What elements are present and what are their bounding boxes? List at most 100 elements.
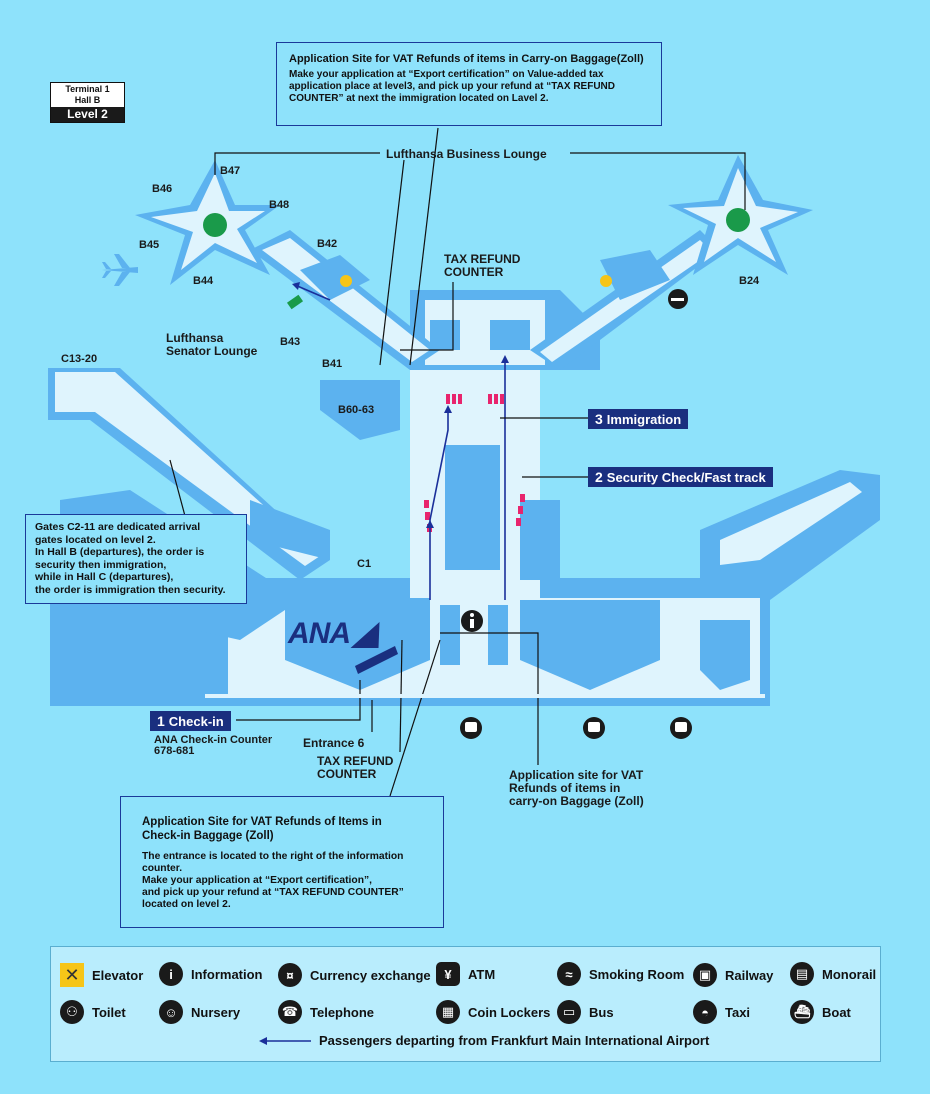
gates-note-l3: In Hall B (departures), the order is	[35, 546, 205, 559]
legend-nursery-label: Nursery	[191, 1004, 241, 1020]
gate-b42: B42	[317, 238, 338, 250]
callout-bottom-b4: and pick up your refund at “TAX REFUND C…	[142, 887, 404, 898]
terminal-level: Level 2	[51, 107, 124, 122]
legend-taxi-label: Taxi	[725, 1004, 751, 1020]
legend-toilet: ⚇ Toilet	[60, 1000, 126, 1024]
legend-information: i Information	[159, 962, 263, 986]
legend-railway-label: Railway	[725, 967, 774, 983]
legend-telephone: ☎ Telephone	[278, 1000, 374, 1024]
monorail-icon: ▤	[790, 962, 814, 986]
bus-icon: ▭	[557, 1000, 581, 1024]
legend-smoking-label: Smoking Room	[589, 966, 685, 982]
callout-gates-note: Gates C2-11 are dedicated arrival gates …	[25, 514, 247, 604]
senator-lounge-mark	[286, 294, 304, 310]
tax-refund-top-2: COUNTER	[444, 265, 504, 279]
gates-note-l4: security then immigration,	[35, 558, 167, 571]
telephone-icon: ☎	[278, 1000, 302, 1024]
route-lines	[294, 284, 506, 600]
carryon-site-label-3: carry-on Baggage (Zoll)	[509, 794, 644, 808]
entrance-6-label: Entrance 6	[303, 736, 365, 750]
ana-counter-label-2: 678-681	[154, 745, 195, 757]
step-immigration-num: 3	[595, 411, 603, 427]
legend-passengers-label: Passengers departing from Frankfurt Main…	[319, 1033, 710, 1048]
lounge-left	[203, 213, 227, 237]
callout-bottom-b5: located on level 2.	[142, 899, 231, 910]
gates-note-l6: the order is immigration then security.	[35, 583, 226, 596]
terminal-badge: Terminal 1 Hall B Level 2	[50, 82, 125, 123]
coin-lockers-icon: ▦	[436, 1000, 460, 1024]
atm-icon: ¥	[436, 962, 460, 986]
legend-coin-lockers: ▦Coin Lockers	[436, 1000, 550, 1024]
gate-b44: B44	[193, 275, 214, 287]
taxi-icon: ◓	[693, 1000, 717, 1024]
legend-monorail: ▤ Monorail	[790, 962, 876, 986]
callout-bottom-title1: Application Site for VAT Refunds of Item…	[142, 816, 382, 828]
legend-monorail-label: Monorail	[822, 966, 877, 982]
tax-refund-top-1: TAX REFUND	[444, 252, 521, 266]
legend-atm: ¥ ATM	[436, 962, 495, 986]
gate-b41: B41	[322, 358, 343, 370]
step-checkin-label: Check-in	[168, 714, 224, 729]
gate-b48: B48	[269, 199, 290, 211]
toilet-icon: ⚇	[60, 1000, 84, 1024]
callout-bottom-title2: Check-in Baggage (Zoll)	[142, 830, 274, 842]
gate-c13-20: C13-20	[61, 353, 98, 365]
gates-note-l5: while in Hall C (departures),	[35, 571, 174, 584]
legend-bus: ▭ Bus	[557, 1000, 614, 1024]
legend-atm-label: ATM	[468, 966, 496, 982]
ana-counter-label-1: ANA Check-in Counter	[154, 734, 273, 746]
left-star	[135, 160, 280, 285]
gate-b47: B47	[220, 165, 241, 177]
ana-logo: ANA	[288, 617, 351, 650]
senator-lounge-label-2: Senator Lounge	[166, 344, 258, 358]
smoking-room-icon: ≈	[557, 962, 581, 986]
legend-bus-label: Bus	[589, 1004, 614, 1020]
nursery-icon: ☺	[159, 1000, 183, 1024]
callout-bottom-b3: Make your application at “Export certifi…	[142, 875, 373, 886]
callout-carryon-top: Application Site for VAT Refunds of item…	[276, 42, 662, 126]
gate-c1: C1	[357, 558, 372, 570]
carryon-site-label-1: Application site for VAT	[509, 768, 644, 782]
checkin-island	[285, 598, 430, 690]
callout-top-body: Make your application at “Export certifi…	[289, 69, 615, 104]
departure-arrow-icon	[259, 1036, 311, 1045]
legend-passengers: Passengers departing from Frankfurt Main…	[259, 1033, 709, 1048]
legend-railway: ▣ Railway	[693, 963, 773, 987]
step-checkin-num: 1	[157, 713, 165, 729]
elevator-icon: ✕	[60, 963, 84, 987]
gate-b43: B43	[280, 336, 301, 348]
legend-elevator: ✕Elevator	[60, 963, 143, 987]
legend-smoking: ≈ Smoking Room	[557, 962, 684, 986]
gate-b60-63: B60-63	[338, 404, 375, 416]
legend-toilet-label: Toilet	[92, 1004, 126, 1020]
railway-icons	[460, 717, 692, 739]
legend-taxi: ◓ Taxi	[693, 1000, 750, 1024]
callout-bottom-b1: The entrance is located to the right of …	[142, 851, 404, 862]
currency-exchange-icon: ¤	[278, 963, 302, 987]
senator-lounge-label-1: Lufthansa	[166, 331, 224, 345]
gates-note-l2: gates located on level 2.	[35, 533, 156, 546]
security-markers	[424, 394, 525, 532]
legend-boat: ⛴Boat	[790, 1000, 851, 1024]
legend-information-label: Information	[191, 966, 263, 982]
legend-nursery: ☺ Nursery	[159, 1000, 240, 1024]
right-star	[668, 155, 813, 275]
gate-b24: B24	[739, 275, 760, 287]
railway-icon: ▣	[693, 963, 717, 987]
callout-top-title: Application Site for VAT Refunds of item…	[289, 53, 644, 65]
boat-icon: ⛴	[790, 1000, 814, 1024]
callout-checkin-bottom: Application Site for VAT Refunds of Item…	[120, 796, 444, 928]
step-immigration-label: Immigration	[606, 412, 682, 427]
tax-refund-bottom-1: TAX REFUND	[317, 754, 394, 768]
callout-bottom-b2: counter.	[142, 863, 183, 874]
step-security-num: 2	[595, 469, 603, 485]
legend: ✕Elevator i Information ¤ Currency exchang…	[50, 946, 881, 1062]
legend-currency-label: Currency exchange	[310, 967, 431, 983]
carryon-site-label-2: Refunds of items in	[509, 781, 621, 795]
legend-telephone-label: Telephone	[310, 1004, 375, 1020]
information-icon: i	[159, 962, 183, 986]
